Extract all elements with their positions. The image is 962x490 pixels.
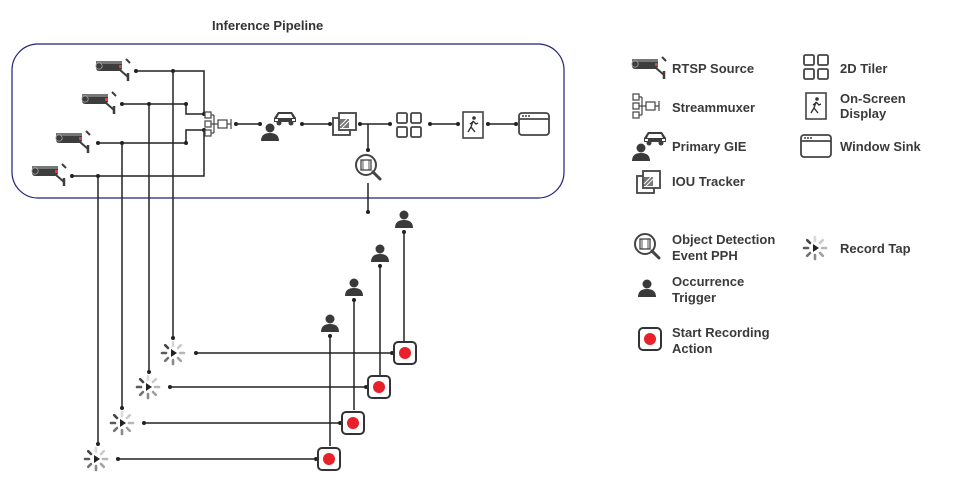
- car-icon: [274, 112, 296, 126]
- window-sink-icon: [518, 112, 550, 136]
- start-recording-icon: [367, 375, 391, 399]
- legend-pph-line1: Object Detection: [672, 232, 776, 247]
- camera-icon: [630, 55, 668, 81]
- person-icon: [345, 278, 363, 296]
- record-tap-icon: [160, 340, 186, 366]
- junction-dots: [70, 69, 518, 461]
- camera-icon: [54, 129, 92, 155]
- person-icon: [371, 244, 389, 262]
- record-tap-icon: [802, 235, 828, 261]
- diagram-title: Inference Pipeline: [212, 18, 324, 33]
- osd-icon: [462, 111, 484, 139]
- legend-trigger-line2: Trigger: [672, 290, 717, 305]
- record-tap-icon: [83, 446, 109, 472]
- camera-icon: [30, 162, 68, 188]
- legend-primary-gie: Primary GIE: [672, 139, 747, 154]
- legend-record-tap: Record Tap: [840, 241, 911, 256]
- record-tap-icon: [135, 374, 161, 400]
- tracker-icon: [636, 170, 661, 194]
- camera-icon: [94, 57, 132, 83]
- streammuxer-icon: [632, 93, 660, 119]
- start-recording-icon: [341, 411, 365, 435]
- legend-tiler: 2D Tiler: [840, 61, 888, 76]
- legend-streammuxer: Streammuxer: [672, 100, 756, 115]
- person-icon: [321, 314, 339, 332]
- legend-osd-line2: Display: [840, 106, 887, 121]
- legend-action-line2: Action: [672, 341, 713, 356]
- legend-action-line1: Start Recording: [672, 325, 770, 340]
- legend-rtsp-source: RTSP Source: [672, 61, 755, 76]
- camera-icon: [80, 90, 118, 116]
- legend-trigger-line1: Occurrence: [672, 274, 745, 289]
- streammuxer-icon: [204, 111, 232, 137]
- person-icon: [638, 279, 656, 297]
- legend-window-sink: Window Sink: [840, 139, 921, 154]
- pph-icon: [354, 153, 382, 181]
- pph-icon: [633, 232, 661, 260]
- connector-lines: [72, 70, 516, 460]
- start-recording-icon: [638, 327, 662, 351]
- car-icon: [644, 132, 666, 146]
- start-recording-icon: [393, 341, 417, 365]
- osd-icon: [805, 92, 827, 120]
- legend-osd-line1: On-Screen: [840, 91, 906, 106]
- tiler-icon: [803, 54, 829, 80]
- pipeline-frame: [11, 43, 565, 199]
- legend-iou-tracker: IOU Tracker: [672, 174, 745, 189]
- legend-pph-line2: Event PPH: [672, 248, 738, 263]
- record-tap-icon: [109, 410, 135, 436]
- tiler-icon: [396, 112, 422, 138]
- tracker-icon: [332, 112, 357, 136]
- person-icon: [261, 123, 279, 141]
- window-sink-icon: [800, 134, 832, 158]
- start-recording-icon: [317, 447, 341, 471]
- person-icon: [632, 143, 650, 161]
- person-icon: [395, 210, 413, 228]
